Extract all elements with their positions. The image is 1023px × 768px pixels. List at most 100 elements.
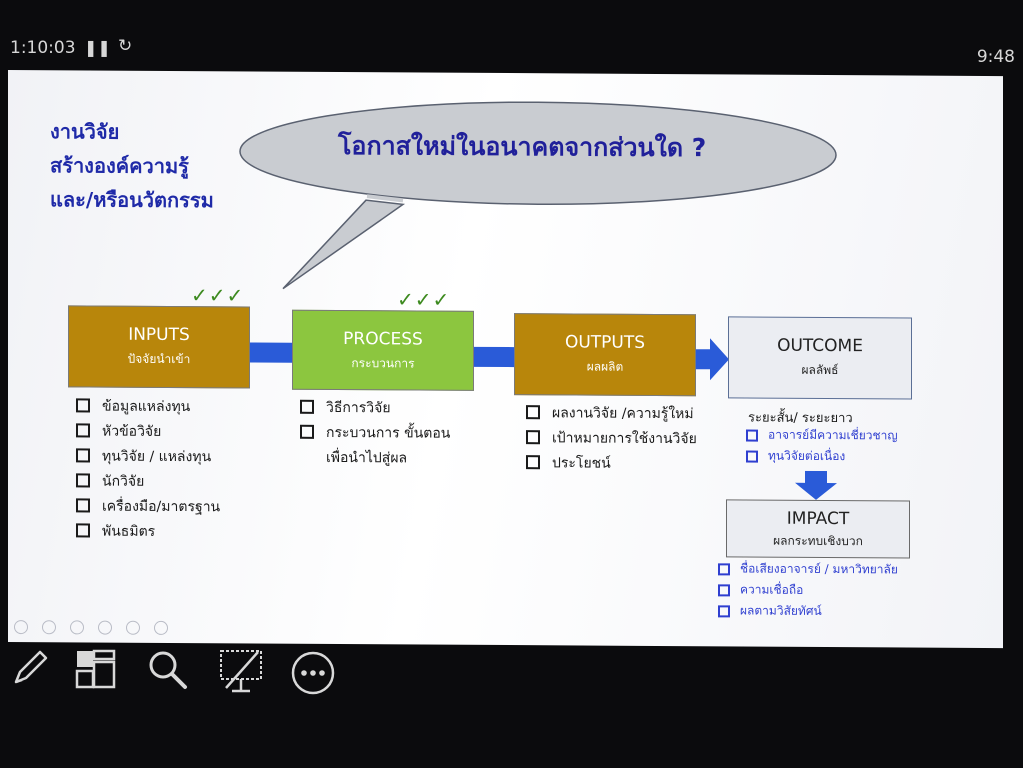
checkbox-icon bbox=[76, 448, 90, 463]
list-item-label: ทุนวิจัยต่อเนื่อง bbox=[768, 448, 846, 464]
list-item: ทุนวิจัยต่อเนื่อง bbox=[746, 446, 898, 468]
list-item: หัวข้อวิจัย bbox=[76, 419, 220, 445]
slides-grid-icon[interactable] bbox=[98, 620, 112, 635]
speech-bubble bbox=[239, 101, 837, 290]
outcome-list: อาจารย์มีความเชี่ยวชาญ ทุนวิจัยต่อเนื่อง bbox=[746, 425, 898, 468]
restart-timer-button[interactable]: ↻ bbox=[118, 36, 133, 56]
previous-slide-icon[interactable] bbox=[14, 620, 28, 635]
list-item-label: เครื่องมือ/มาตรฐาน bbox=[102, 498, 221, 516]
checkbox-icon bbox=[300, 399, 314, 414]
list-item: เครื่องมือ/มาตรฐาน bbox=[76, 494, 220, 520]
impact-box: IMPACT ผลกระทบเชิงบวก bbox=[726, 499, 910, 559]
outcome-box: OUTCOME ผลลัพธ์ bbox=[728, 316, 912, 400]
presenter-top-bar: 1:10:03 ❚❚ ↻ 9:48 bbox=[0, 0, 1023, 67]
research-title-line: งานวิจัย bbox=[50, 119, 120, 144]
outputs-box: OUTPUTS ผลผลิต bbox=[514, 313, 696, 397]
checkbox-icon bbox=[76, 473, 90, 488]
research-title-line: สร้างองค์ความรู้ bbox=[50, 153, 189, 179]
list-item-label: ชื่อเสียงอาจารย์ / มหาวิทยาลัย bbox=[740, 561, 898, 577]
box-title: OUTCOME bbox=[777, 335, 863, 357]
list-item: อาจารย์มีความเชี่ยวชาญ bbox=[746, 425, 898, 447]
list-item-label: ผลตามวิสัยทัศน์ bbox=[740, 603, 822, 618]
checkbox-icon bbox=[718, 605, 730, 618]
list-item-label: กระบวนการ ขั้นตอน bbox=[326, 424, 451, 442]
checkbox-icon bbox=[746, 450, 758, 463]
box-title: INPUTS bbox=[128, 324, 190, 346]
box-subtitle: ปัจจัยนำเข้า bbox=[127, 351, 191, 367]
list-item-label: ผลงานวิจัย /ความรู้ใหม่ bbox=[552, 405, 694, 423]
box-title: OUTPUTS bbox=[564, 332, 646, 353]
checkbox-icon bbox=[718, 584, 730, 597]
box-title: IMPACT bbox=[786, 508, 850, 530]
checkbox-icon bbox=[526, 455, 540, 470]
list-item: เป้าหมายการใช้งานวิจัย bbox=[526, 426, 697, 452]
research-title-line: และ/หรือนวัตกรรม bbox=[50, 187, 214, 213]
list-item-label: พันธมิตร bbox=[102, 523, 156, 540]
connector-inputs-process bbox=[250, 342, 292, 363]
list-item: ประโยชน์ bbox=[526, 451, 697, 477]
screen-off-icon[interactable] bbox=[218, 648, 264, 694]
slide-canvas: งานวิจัย สร้างองค์ความรู้ และ/หรือนวัตกร… bbox=[8, 70, 1003, 649]
list-item: วิธีการวิจัย bbox=[300, 396, 450, 422]
presenter-toolbar bbox=[0, 640, 1023, 768]
list-item: นักวิจัย bbox=[76, 469, 220, 495]
inputs-checkmarks: ✓✓✓ bbox=[191, 283, 245, 308]
more-options-icon[interactable] bbox=[154, 620, 168, 635]
more-options-icon[interactable] bbox=[290, 650, 336, 696]
list-item: ทุนวิจัย / แหล่งทุน bbox=[76, 444, 220, 470]
current-time: 9:48 bbox=[976, 47, 1015, 67]
connector-process-outputs bbox=[474, 346, 514, 368]
checkbox-icon bbox=[76, 498, 90, 513]
list-item: ชื่อเสียงอาจารย์ / มหาวิทยาลัย bbox=[718, 558, 898, 580]
impact-list: ชื่อเสียงอาจารย์ / มหาวิทยาลัย ความเชื่อ… bbox=[718, 558, 898, 622]
box-title: PROCESS bbox=[343, 329, 423, 350]
checkbox-icon bbox=[526, 405, 540, 420]
list-item-label: อาจารย์มีความเชี่ยวชาญ bbox=[768, 427, 898, 443]
checkbox-icon bbox=[718, 563, 730, 576]
arrow-right-icon bbox=[696, 338, 729, 381]
list-item-label: ข้อมูลแหล่งทุน bbox=[102, 398, 191, 416]
magnifier-icon[interactable] bbox=[146, 648, 190, 692]
elapsed-timer: 1:10:03 bbox=[10, 38, 76, 58]
checkbox-icon bbox=[76, 423, 90, 438]
bubble-question: โอกาสใหม่ในอนาคตจากส่วนใด ? bbox=[338, 131, 707, 163]
box-subtitle: ผลกระทบเชิงบวก bbox=[773, 533, 863, 549]
list-item-label: ทุนวิจัย / แหล่งทุน bbox=[102, 448, 212, 466]
inputs-list: ข้อมูลแหล่งทุน หัวข้อวิจัย ทุนวิจัย / แห… bbox=[76, 394, 220, 545]
slides-grid-icon[interactable] bbox=[74, 648, 118, 692]
outputs-list: ผลงานวิจัย /ความรู้ใหม่ เป้าหมายการใช้งา… bbox=[526, 401, 697, 477]
list-item-label: นักวิจัย bbox=[102, 473, 145, 490]
list-item-label: ประโยชน์ bbox=[552, 455, 611, 472]
list-item: ผลตามวิสัยทัศน์ bbox=[718, 600, 898, 622]
process-list: วิธีการวิจัย กระบวนการ ขั้นตอน เพื่อนำไป… bbox=[300, 396, 450, 472]
slide-navigation-controls bbox=[14, 620, 168, 635]
arrow-down-icon bbox=[795, 470, 837, 500]
list-item: พันธมิตร bbox=[76, 519, 220, 545]
checkbox-icon bbox=[300, 424, 314, 439]
pen-icon[interactable] bbox=[10, 648, 50, 688]
list-item-label: วิธีการวิจัย bbox=[326, 399, 391, 417]
box-subtitle: ผลลัพธ์ bbox=[801, 362, 839, 378]
checkbox-icon bbox=[76, 398, 90, 413]
list-item: กระบวนการ ขั้นตอน bbox=[300, 421, 450, 447]
list-item-label: เป้าหมายการใช้งานวิจัย bbox=[552, 430, 697, 448]
list-item-continuation: เพื่อนำไปสู่ผล bbox=[300, 446, 450, 472]
list-item: ความเชื่อถือ bbox=[718, 579, 898, 601]
next-slide-icon[interactable] bbox=[42, 620, 56, 635]
box-subtitle: ผลผลิต bbox=[586, 359, 624, 374]
pen-tool-icon[interactable] bbox=[70, 620, 84, 635]
box-subtitle: กระบวนการ bbox=[351, 356, 415, 371]
checkbox-icon bbox=[526, 430, 540, 445]
zoom-icon[interactable] bbox=[126, 620, 140, 635]
list-item-label: เพื่อนำไปสู่ผล bbox=[326, 449, 408, 467]
inputs-box: INPUTS ปัจจัยนำเข้า bbox=[68, 305, 250, 389]
process-checkmarks: ✓✓✓ bbox=[397, 287, 451, 312]
research-title: งานวิจัย สร้างองค์ความรู้ และ/หรือนวัตกร… bbox=[50, 114, 214, 217]
list-item: ผลงานวิจัย /ความรู้ใหม่ bbox=[526, 401, 697, 427]
checkbox-icon bbox=[746, 429, 758, 442]
list-item-label: หัวข้อวิจัย bbox=[102, 423, 162, 440]
list-item: ข้อมูลแหล่งทุน bbox=[76, 394, 220, 420]
process-box: PROCESS กระบวนการ bbox=[292, 309, 474, 391]
checkbox-icon bbox=[76, 523, 90, 538]
pause-timer-button[interactable]: ❚❚ bbox=[84, 38, 111, 57]
